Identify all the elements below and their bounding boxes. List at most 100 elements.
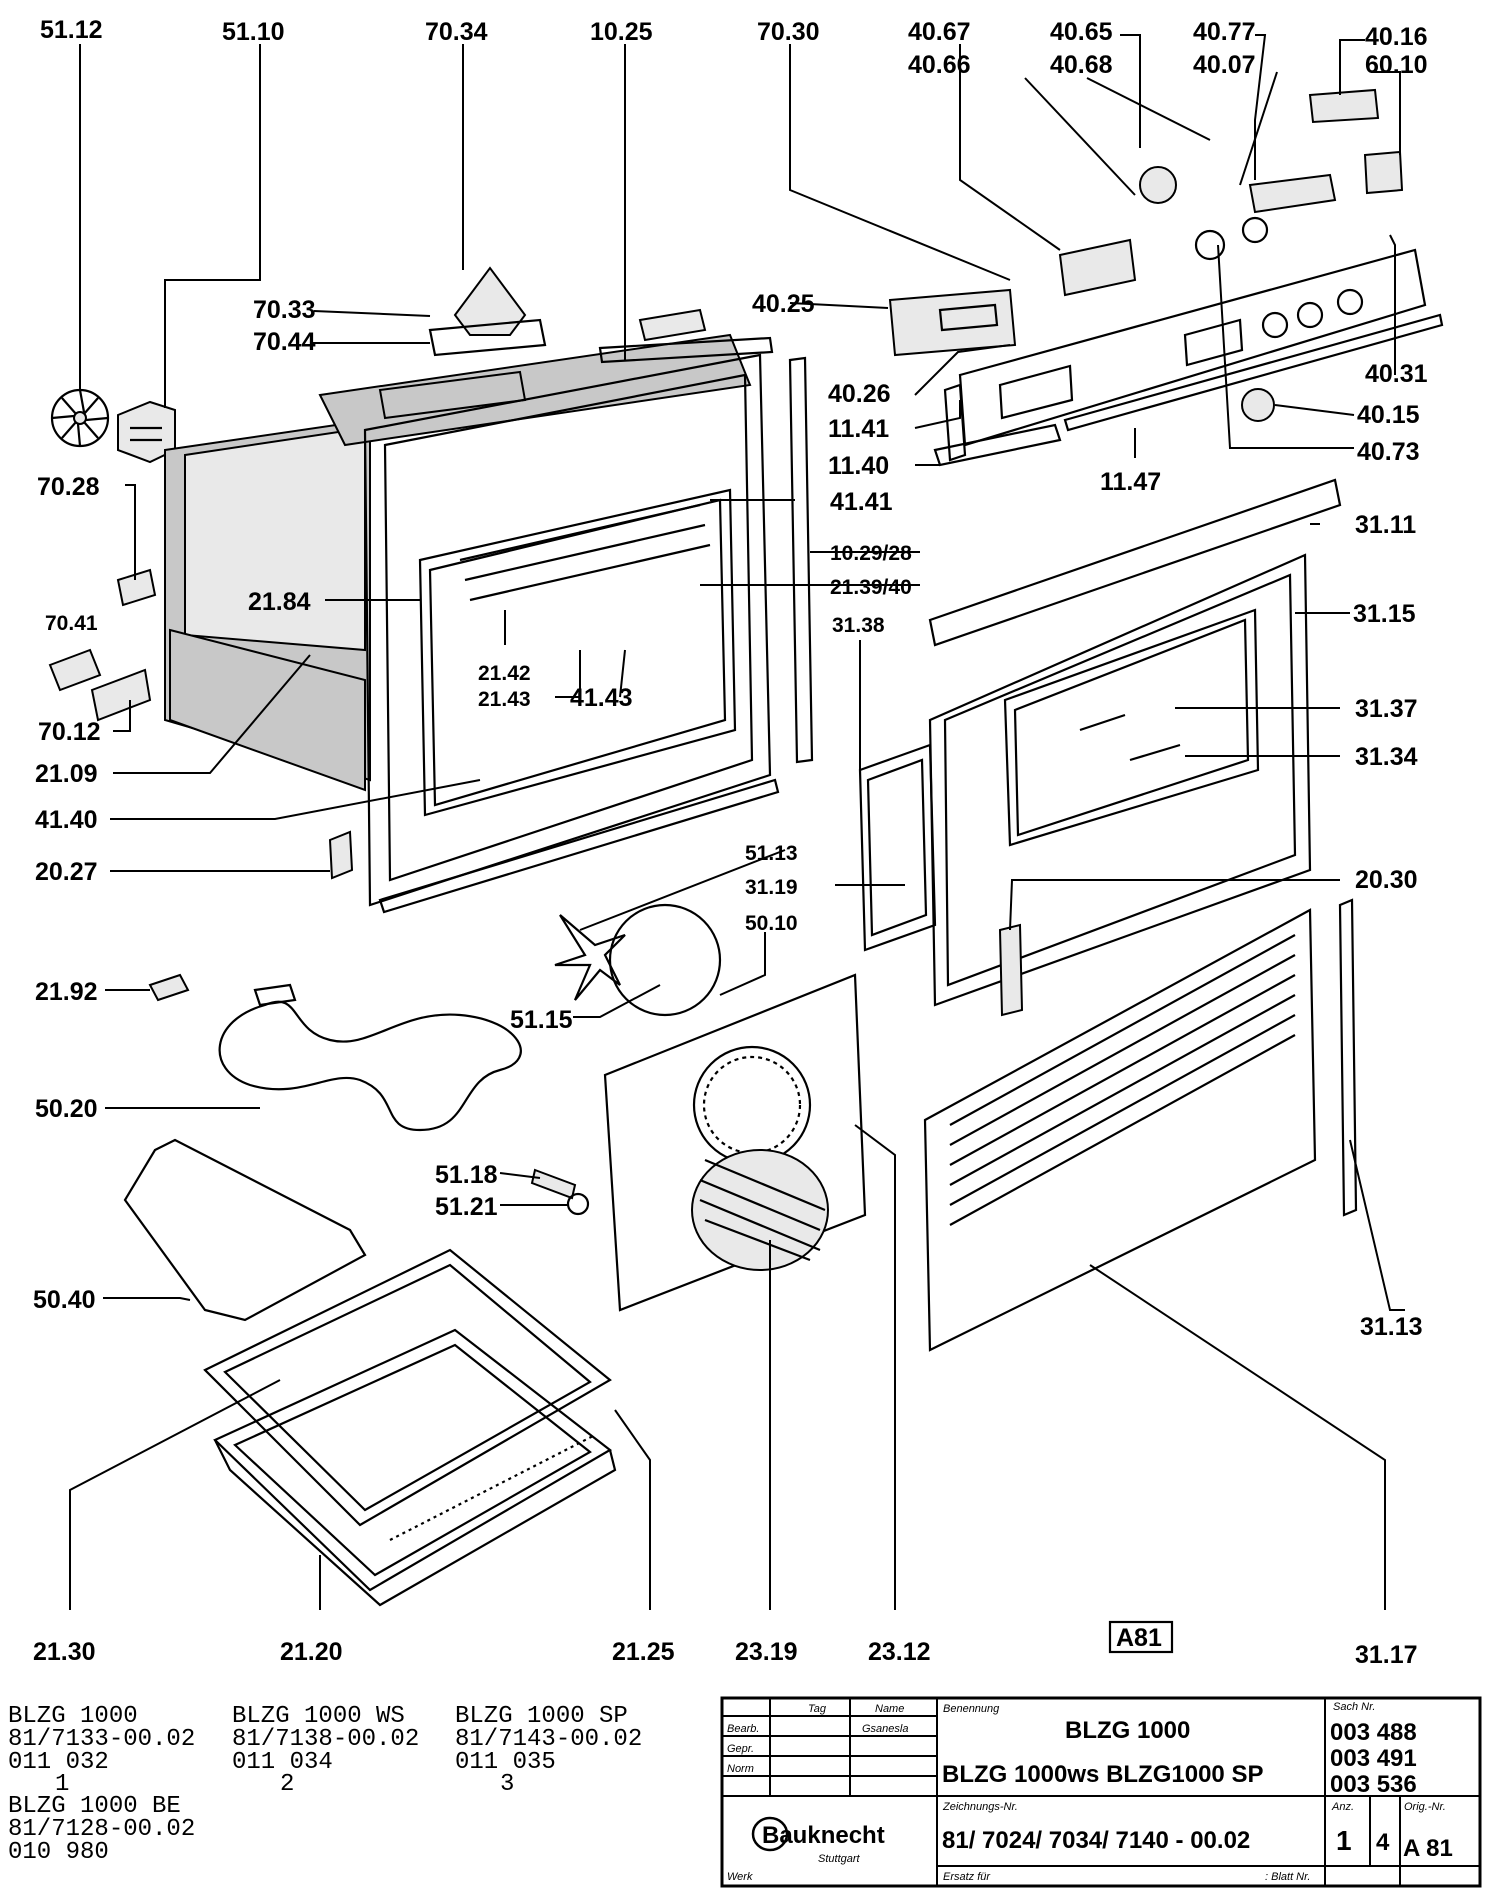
callout-4141: 41.41 <box>830 488 893 516</box>
tb-sach-number-2: 003 491 <box>1330 1745 1417 1772</box>
callout-5112: 51.12 <box>40 16 103 44</box>
tb-row-norm: Norm <box>727 1763 754 1775</box>
tb-anz-label: Anz. <box>1331 1801 1354 1813</box>
callout-5010: 50.10 <box>745 912 798 935</box>
oven-parts-drawing <box>48 88 1444 1654</box>
callout-3117: 31.17 <box>1355 1641 1418 1669</box>
tb-blatt-label: : Blatt Nr. <box>1265 1871 1310 1883</box>
thermostat-part <box>1139 166 1177 204</box>
model-4-number: 010 980 <box>8 1839 109 1866</box>
door-part <box>858 478 1342 1007</box>
callout-4073: 40.73 <box>1357 438 1420 466</box>
model-1-index: 1 <box>55 1771 69 1798</box>
callout-7033: 70.33 <box>253 296 316 324</box>
callout-3119: 31.19 <box>745 876 798 899</box>
callout-5115: 51.15 <box>510 1006 573 1034</box>
callout-4025: 40.25 <box>752 290 815 318</box>
model-4-code: 81/7128-00.02 <box>8 1816 195 1843</box>
terminal-part <box>48 648 102 692</box>
callout-3137: 31.37 <box>1355 695 1418 723</box>
tb-sach-label: Sach Nr. <box>1333 1701 1375 1713</box>
callout-5118: 51.18 <box>435 1161 498 1189</box>
callout-4077: 40.77 <box>1193 18 1256 46</box>
tb-signature: Gsanesla <box>862 1723 908 1735</box>
selector-switch-part <box>1248 173 1337 214</box>
convection-ring-part <box>608 903 722 1017</box>
callout-2143: 21.43 <box>478 688 531 711</box>
oven-front-frame-part <box>363 336 814 914</box>
callout-1029: 10.29/28 <box>830 542 912 565</box>
callout-7034: 70.34 <box>425 18 488 46</box>
callout-4016: 40.16 <box>1365 23 1428 51</box>
door-hinge-part <box>998 923 1024 1017</box>
model-1-code: 81/7133-00.02 <box>8 1726 195 1753</box>
callout-7030: 70.30 <box>757 18 820 46</box>
callout-5040: 50.40 <box>33 1286 96 1314</box>
switch-part <box>1058 238 1137 297</box>
tb-row-bearb: Bearb. <box>727 1723 759 1735</box>
callout-4065: 40.65 <box>1050 18 1113 46</box>
callout-4067: 40.67 <box>908 18 971 46</box>
callout-2139: 21.39/40 <box>830 576 912 599</box>
callout-4031: 40.31 <box>1365 360 1428 388</box>
back-panel-part <box>603 973 867 1312</box>
connector-part <box>148 973 190 1002</box>
tb-city: Stuttgart <box>818 1853 861 1865</box>
callout-2319: 23.19 <box>735 1638 798 1666</box>
callout-7041: 70.41 <box>45 612 98 635</box>
motor-shaft-part <box>530 1168 577 1200</box>
sheet-code-box <box>1108 1620 1174 1654</box>
callout-2192: 21.92 <box>35 978 98 1006</box>
callout-5121: 51.21 <box>435 1193 498 1221</box>
tb-zeichnung-number: 81/ 7024/ 7034/ 7140 - 00.02 <box>942 1827 1250 1854</box>
callout-2125: 21.25 <box>612 1638 675 1666</box>
model-1-number: 011 032 <box>8 1749 109 1776</box>
grill-element-part <box>218 1000 522 1132</box>
callout-4068: 40.68 <box>1050 51 1113 79</box>
tb-col-name: Name <box>875 1703 904 1715</box>
relay-part <box>1363 150 1404 195</box>
model-2-name: BLZG 1000 WS <box>232 1703 405 1730</box>
tb-anz-of: 4 <box>1376 1829 1390 1856</box>
callout-2142: 21.42 <box>478 662 531 685</box>
callout-4015: 40.15 <box>1357 401 1420 429</box>
model-2-code: 81/7138-00.02 <box>232 1726 419 1753</box>
callout-5113: 51.13 <box>745 842 798 865</box>
model-1-name: BLZG 1000 <box>8 1703 138 1730</box>
tb-ersatz-label: Ersatz für <box>943 1871 991 1883</box>
callout-3111: 31.11 <box>1355 511 1416 539</box>
callout-5110: 51.10 <box>222 18 285 46</box>
model-3-name: BLZG 1000 SP <box>455 1703 628 1730</box>
lamp-top-part <box>453 266 527 336</box>
lower-element-part <box>123 1138 367 1322</box>
model-3-index: 3 <box>500 1771 514 1798</box>
callout-2030: 20.30 <box>1355 866 1418 894</box>
convection-fan-part <box>554 914 626 1001</box>
callout-7044: 70.44 <box>253 328 316 356</box>
control-panel-part <box>933 248 1444 467</box>
callout-4140: 41.40 <box>35 806 98 834</box>
callout-3138: 31.38 <box>832 614 885 637</box>
door-outer-panel-part <box>923 908 1317 1352</box>
callout-1141: 11.41 <box>828 415 889 443</box>
callout-labels: 51.12 51.10 70.34 10.25 70.30 40.67 40.6… <box>33 16 1428 1669</box>
model-4-name: BLZG 1000 BE <box>8 1793 181 1820</box>
tb-title-sub: BLZG 1000ws BLZG1000 SP <box>942 1761 1263 1788</box>
hinge-part <box>328 830 354 880</box>
callout-7012: 70.12 <box>38 718 101 746</box>
callout-7028: 70.28 <box>37 473 100 501</box>
tb-sach-number-1: 003 488 <box>1330 1719 1417 1746</box>
callout-4007: 40.07 <box>1193 51 1256 79</box>
tb-anz-value: 1 <box>1336 1825 1352 1856</box>
top-bracket-part <box>638 308 707 342</box>
tb-col-benennung: Benennung <box>943 1703 1000 1715</box>
callout-1140: 11.40 <box>828 452 889 480</box>
tb-sach-number-3: 003 536 <box>1330 1771 1417 1798</box>
callout-3113: 31.13 <box>1360 1313 1423 1341</box>
callout-1147: 11.47 <box>1100 468 1161 496</box>
tb-brand: Bauknecht <box>762 1822 885 1849</box>
callout-4143: 41.43 <box>570 684 633 712</box>
model-2-number: 011 034 <box>232 1749 333 1776</box>
baking-tray-part <box>203 1248 617 1607</box>
